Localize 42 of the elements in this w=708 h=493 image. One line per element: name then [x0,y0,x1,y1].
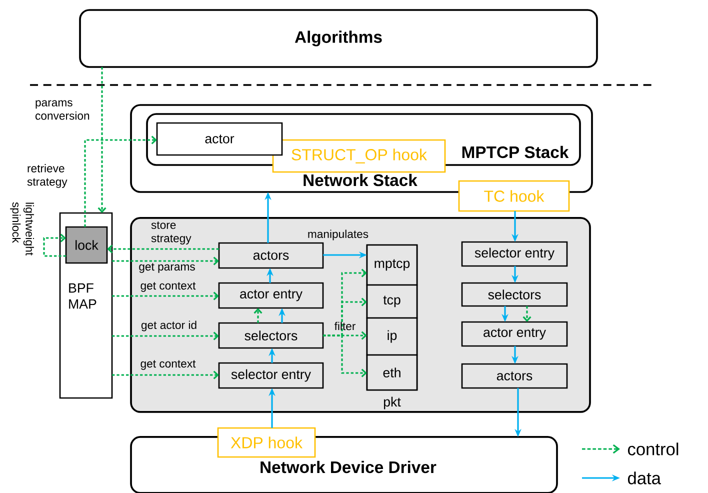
process-box: selectors [218,322,324,349]
hook-box: XDP hook [217,427,316,458]
node-label: pkt [384,396,401,410]
lock-box: lock [65,226,108,264]
arrow [112,292,219,300]
arrow [107,244,219,254]
actor-box: actor [156,122,283,156]
arrow [84,136,157,227]
packet-field: tcp [366,284,418,319]
loop-arrow [43,234,66,257]
edge-label: get context [140,282,196,292]
hook-box: STRUCT_OP hook [272,139,446,173]
packet-field: eth [366,354,418,391]
arrow [98,67,106,213]
edge-label: get params [139,263,195,273]
arrow [112,370,219,380]
process-box: selector entry [218,362,324,389]
layer-box: Algorithms [79,9,598,68]
process-box: actor entry [218,282,324,309]
arrow [522,306,532,322]
edge-label: retrieve strategy [27,164,68,188]
arrow [112,332,219,340]
hook-box: TC hook [458,180,570,212]
packet-field: mptcp [366,244,418,286]
process-box: actors [218,242,324,269]
process-box: actor entry [461,321,568,347]
legend-label: data [628,472,661,484]
edge-label: filter [334,322,356,330]
process-box: actors [461,363,568,389]
arrow [323,334,367,378]
edge-label: get context [140,360,196,370]
arrow [112,256,219,266]
process-box: selector entry [461,241,568,267]
edge-label: params conversion [36,100,90,120]
edge-label: get actor id [141,320,196,332]
arrow [254,308,262,323]
process-box: selectors [461,282,568,307]
edge-label: store strategy [151,222,192,244]
legend-label: control [628,442,678,456]
edge-label: lightweight spinlock [10,202,34,256]
packet-field: ip [366,317,418,356]
edge-label: manipulates [308,230,368,240]
